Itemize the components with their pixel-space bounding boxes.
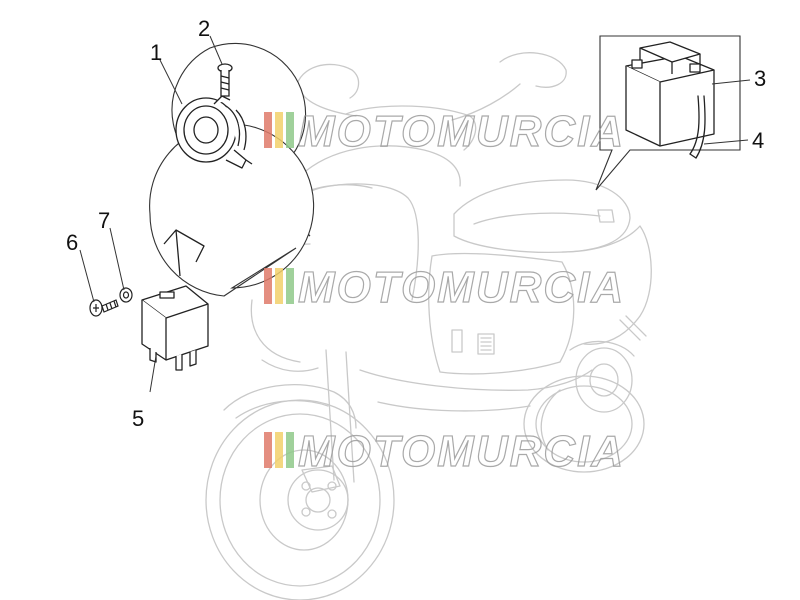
watermark-group: MOTOMURCIA MOTOMURCIA MOTOMURCIA <box>264 106 625 477</box>
callout-numbers: 1 2 3 4 5 6 7 <box>66 16 766 431</box>
horn-part <box>175 95 253 169</box>
callout-2: 2 <box>198 16 210 41</box>
watermark-top: MOTOMURCIA <box>264 106 625 157</box>
watermark-text-bottom: MOTOMURCIA <box>298 427 625 476</box>
battery-part <box>625 41 715 147</box>
washer-part <box>119 287 133 303</box>
callout-6: 6 <box>66 230 78 255</box>
scooter-outline <box>205 52 652 600</box>
relay-part <box>141 229 209 371</box>
watermark-bottom: MOTOMURCIA <box>264 426 625 477</box>
watermark-text-middle: MOTOMURCIA <box>298 263 625 312</box>
callout-5: 5 <box>132 406 144 431</box>
callout-1: 1 <box>150 40 162 65</box>
bolt-part <box>217 63 233 97</box>
watermark-middle: MOTOMURCIA <box>264 262 625 313</box>
callout-7: 7 <box>98 208 110 233</box>
screw-part <box>89 299 119 317</box>
breather-tube-part <box>689 95 706 159</box>
leader-lines <box>79 35 751 393</box>
callout-4: 4 <box>752 128 764 153</box>
callout-3: 3 <box>754 66 766 91</box>
watermark-text-top: MOTOMURCIA <box>298 107 625 156</box>
